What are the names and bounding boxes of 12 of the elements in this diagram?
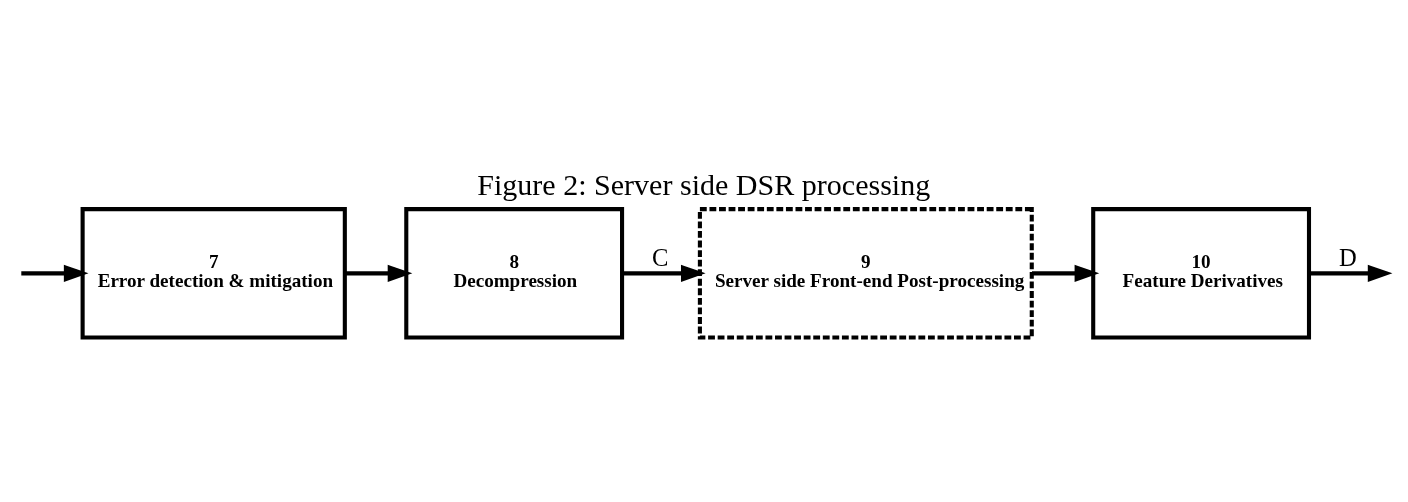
edge-label: D: [1339, 243, 1357, 271]
arrow: [1309, 264, 1393, 282]
node-box: 7 Error detection & mitigation: [80, 206, 347, 340]
node-box: 8 Decompression: [404, 206, 625, 340]
diagram-title: Figure 2: Server side DSR processing: [477, 167, 931, 201]
edge-label: C: [652, 243, 669, 271]
arrow: [1032, 264, 1100, 282]
arrow: [345, 264, 413, 282]
node-box: 9 Server side Front-end Post-processing: [697, 206, 1034, 340]
arrow: [21, 264, 89, 282]
node-box: 10 Feature Derivatives: [1091, 206, 1312, 340]
arrow: [622, 264, 706, 282]
